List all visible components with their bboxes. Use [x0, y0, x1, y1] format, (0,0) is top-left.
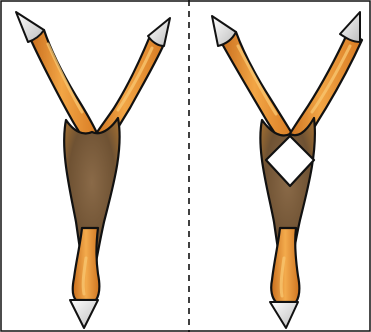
cone-tip-icon — [270, 302, 298, 328]
cone-tip-icon — [340, 12, 360, 42]
y-shaped-branch-icon — [30, 30, 164, 300]
left-panel — [16, 12, 170, 328]
right-panel — [212, 12, 362, 328]
cone-tip-icon — [70, 300, 98, 328]
